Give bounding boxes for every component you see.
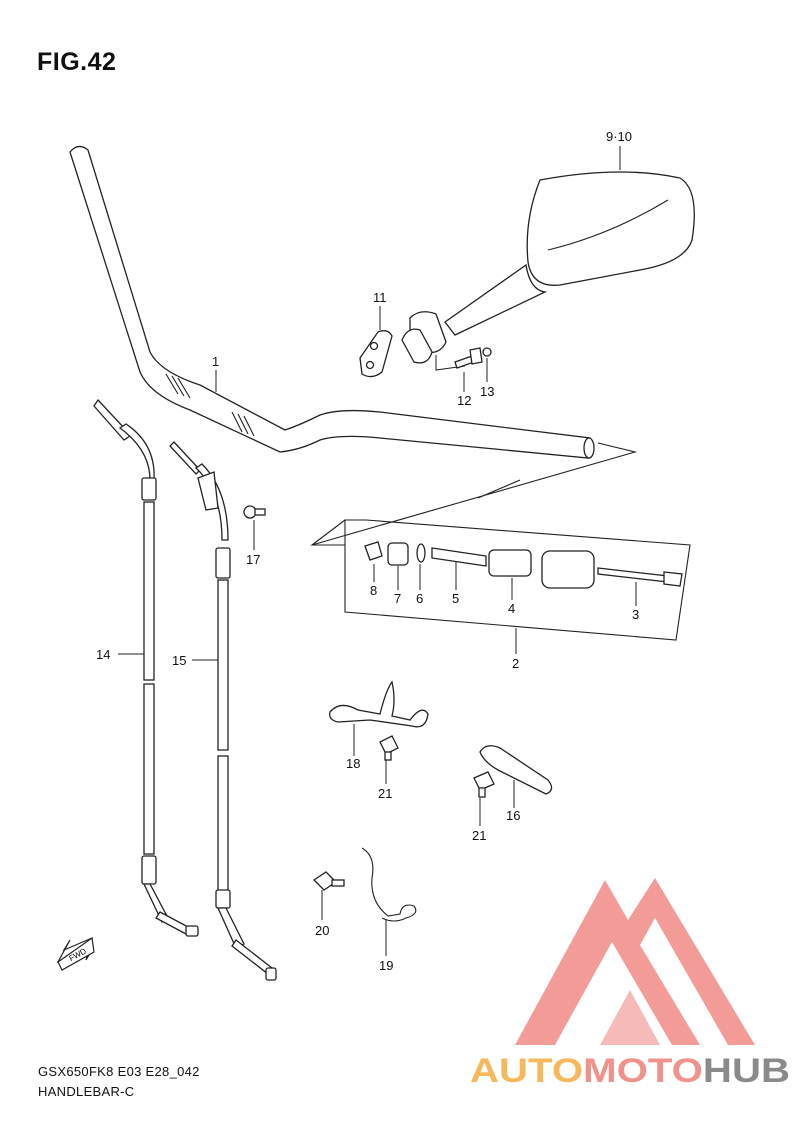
cable-15-part xyxy=(169,441,277,981)
mirror-part xyxy=(401,171,695,371)
callout-17: 17 xyxy=(246,552,260,567)
section-name: HANDLEBAR-C xyxy=(38,1084,135,1099)
callout-20: 20 xyxy=(315,923,329,938)
callout-6: 6 xyxy=(416,591,423,606)
screw-17-part xyxy=(243,505,266,519)
callout-2: 2 xyxy=(512,656,519,671)
bolt-20-part xyxy=(312,871,345,891)
bar-end-parts xyxy=(364,541,683,589)
callout-3: 3 xyxy=(632,607,639,622)
watermark-logo-icon xyxy=(515,878,755,1045)
figure-title: FIG.42 xyxy=(37,48,117,76)
callout-4: 4 xyxy=(508,601,515,616)
cable-14-part xyxy=(93,398,199,937)
callout-21-lower: 21 xyxy=(472,828,486,843)
fwd-arrow-icon: FWD xyxy=(56,936,95,971)
callout-16: 16 xyxy=(506,808,520,823)
callout-5: 5 xyxy=(452,591,459,606)
callout-18: 18 xyxy=(346,756,360,771)
callout-13: 13 xyxy=(480,384,494,399)
callout-19: 19 xyxy=(379,958,393,973)
callout-9-10: 9·10 xyxy=(606,129,632,144)
mirror-clamp-part xyxy=(359,330,393,378)
callout-21-upper: 21 xyxy=(378,786,392,801)
washer-13-part xyxy=(482,347,492,357)
model-code: GSX650FK8 E03 E28_042 xyxy=(38,1064,200,1079)
callout-7: 7 xyxy=(394,591,401,606)
callout-11: 11 xyxy=(373,290,387,305)
cable-clamp-16-part xyxy=(479,745,553,795)
callout-8: 8 xyxy=(370,583,377,598)
callout-labels: 1 2 3 4 5 6 7 8 9·10 11 12 13 14 15 16 1… xyxy=(96,129,639,973)
bolt-21-upper-part xyxy=(379,735,399,761)
bolt-21-lower-part xyxy=(473,771,495,798)
cable-clamp-18-part xyxy=(329,680,429,728)
handlebar-part xyxy=(69,145,595,459)
callout-15: 15 xyxy=(172,653,186,668)
bolt-12-part xyxy=(454,347,483,369)
callout-12: 12 xyxy=(457,393,471,408)
callout-14: 14 xyxy=(96,647,110,662)
bar-end-assembly-box xyxy=(310,519,691,641)
wire-clip-19-part xyxy=(361,847,417,922)
leader-lines xyxy=(118,146,637,956)
callout-1: 1 xyxy=(212,354,219,369)
